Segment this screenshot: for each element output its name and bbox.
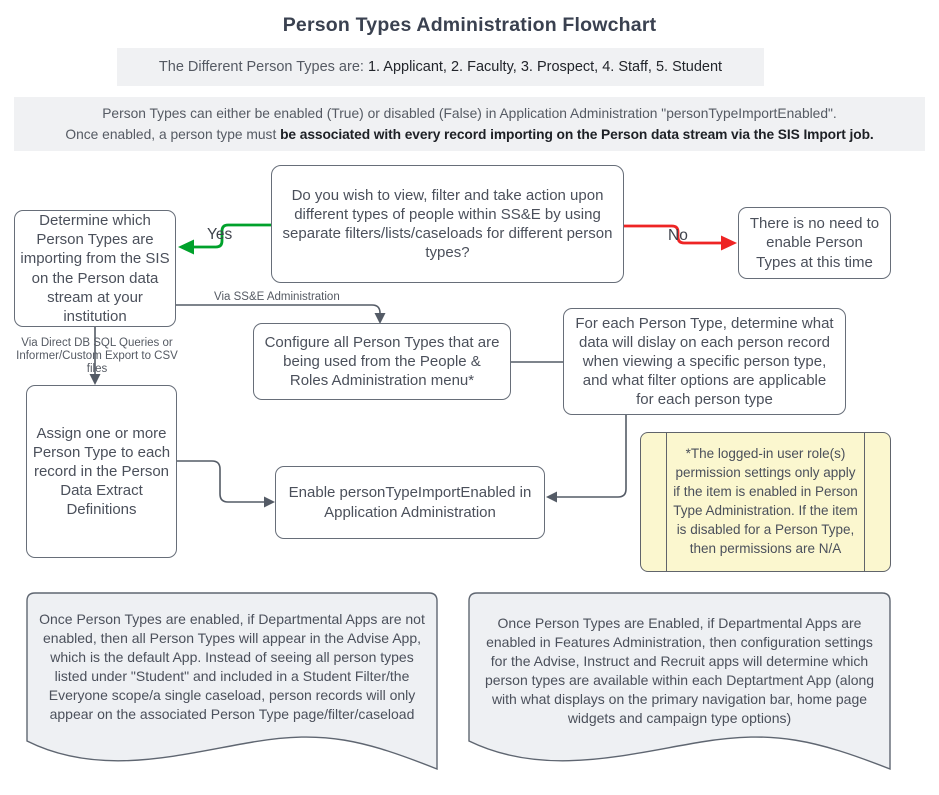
enable-info-line2-plain: Once enabled, a person type must [65, 127, 281, 142]
document-departmental-apps-disabled: Once Person Types are enabled, if Depart… [26, 592, 438, 778]
node-for-each-text: For each Person Type, determine what dat… [575, 314, 834, 409]
edge-foreach-to-enable [546, 415, 627, 503]
document-shape [26, 592, 438, 771]
no-arrowhead-icon [721, 235, 737, 251]
person-types-list-text: The Different Person Types are: 1. Appli… [159, 59, 722, 75]
no-edge-label: No [668, 227, 688, 244]
node-no-need-text: There is no need to enable Person Types … [749, 215, 880, 271]
left-arrowhead-icon [546, 491, 557, 503]
enable-info-line2-strong: be associated with every record importin… [280, 127, 874, 142]
page-title: Person Types Administration Flowchart [282, 14, 657, 36]
node-configure-person-types: Configure all Person Types that are bein… [253, 323, 511, 400]
node-for-each-person-type: For each Person Type, determine what dat… [563, 308, 846, 415]
via-ssne-edge-label: Via SS&E Administration [214, 291, 340, 303]
node-decision-text: Do you wish to view, filter and take act… [282, 186, 613, 262]
enable-info-banner: Person Types can either be enabled (True… [14, 97, 925, 151]
enable-info-line1: Person Types can either be enabled (True… [102, 105, 837, 121]
node-assign-person-type: Assign one or more Person Type to each r… [26, 385, 177, 558]
document-right-text: Once Person Types are Enabled, if Depart… [484, 615, 875, 727]
yes-arrowhead-icon [178, 239, 194, 255]
edge-via-ssne-administration [176, 304, 386, 324]
enable-info-line2: Once enabled, a person type must be asso… [65, 124, 873, 145]
document-left-text: Once Person Types are enabled, if Depart… [39, 611, 425, 723]
right-arrowhead-icon [264, 496, 275, 508]
node-assign-text: Assign one or more Person Type to each r… [32, 424, 171, 519]
node-enable-import: Enable personTypeImportEnabled in Applic… [275, 466, 545, 539]
via-direct-db-edge-label: Via Direct DB SQL Queries or Informer/Cu… [8, 337, 186, 377]
note-right-rule [864, 433, 865, 571]
note-left-rule [666, 433, 667, 571]
via-direct-db-line2: Informer/Custom Export to CSV files [16, 350, 178, 376]
document-departmental-apps-enabled: Once Person Types are Enabled, if Depart… [468, 592, 891, 778]
node-permissions-note-text: *The logged-in user role(s) permission s… [673, 446, 858, 556]
yes-edge-label: Yes [207, 226, 233, 243]
node-determine-text: Determine which Person Types are importi… [20, 212, 170, 325]
edge-assign-to-enable [177, 460, 275, 508]
node-enable-text: Enable personTypeImportEnabled in Applic… [288, 484, 532, 521]
person-types-list-lead: The Different Person Types are: [158, 59, 368, 75]
via-direct-db-line1: Via Direct DB SQL Queries or [21, 337, 173, 349]
person-types-list-banner: The Different Person Types are: 1. Appli… [117, 48, 764, 86]
node-permissions-note: *The logged-in user role(s) permission s… [640, 432, 891, 572]
node-determine-person-types: Determine which Person Types are importi… [14, 210, 176, 327]
person-types-list-values: 1. Applicant, 2. Faculty, 3. Prospect, 4… [367, 59, 723, 75]
node-no-need: There is no need to enable Person Types … [738, 207, 891, 279]
node-configure-text: Configure all Person Types that are bein… [264, 333, 500, 390]
document-shape [468, 592, 891, 771]
node-decision: Do you wish to view, filter and take act… [271, 165, 624, 283]
